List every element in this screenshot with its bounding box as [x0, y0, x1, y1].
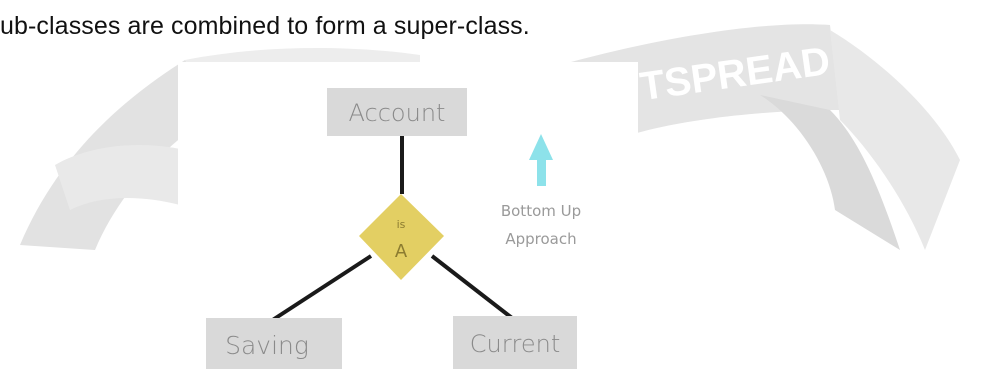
account-node-label: Account	[349, 99, 446, 127]
current-node-label: Current	[470, 330, 561, 358]
saving-node-label: Saving	[225, 331, 309, 360]
up-arrow-icon	[529, 134, 553, 186]
connector-left	[266, 254, 373, 325]
saving-node	[206, 318, 342, 369]
is-a-diamond	[359, 194, 444, 280]
is-a-label-top: is	[397, 218, 406, 231]
direction-caption-line2: Approach	[505, 230, 576, 248]
current-node	[453, 316, 577, 369]
account-node	[327, 88, 467, 136]
direction-caption-line1: Bottom Up	[501, 202, 581, 220]
is-a-label-bottom: A	[395, 241, 408, 262]
intro-text: ub-classes are combined to form a super-…	[0, 12, 530, 40]
connector-right	[430, 254, 514, 320]
